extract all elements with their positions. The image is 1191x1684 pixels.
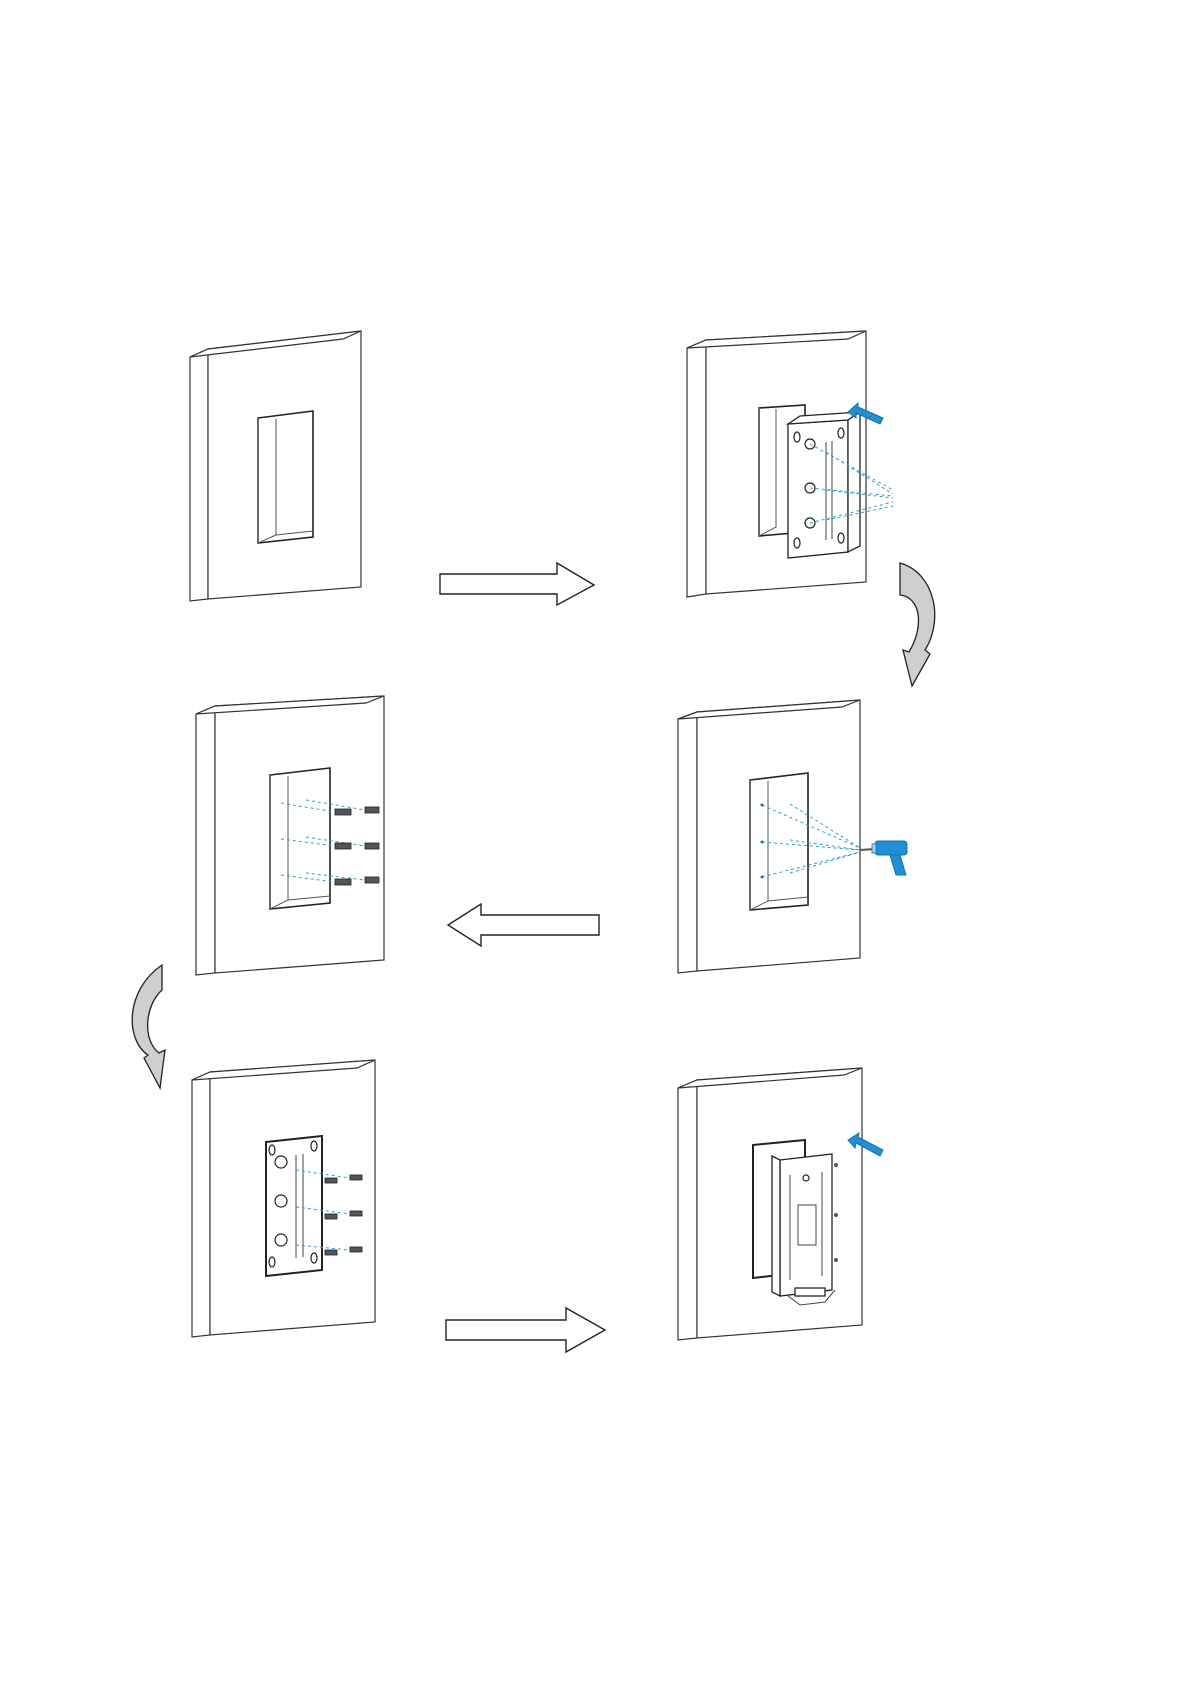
mounting-bracket bbox=[772, 1154, 835, 1305]
next-step-arrow-3 bbox=[446, 1308, 605, 1352]
step-6-mount-bracket bbox=[678, 1068, 883, 1340]
step-5-fasten-back-box bbox=[192, 1060, 375, 1337]
drill-icon bbox=[860, 841, 907, 875]
next-step-arrow-1 bbox=[440, 563, 594, 605]
next-step-arrow-2 bbox=[448, 904, 599, 946]
back-box bbox=[788, 412, 860, 558]
step-4-insert-anchors bbox=[196, 696, 384, 975]
turn-arrow-1 bbox=[900, 563, 935, 686]
back-box-fastened bbox=[266, 1136, 322, 1276]
turn-arrow-2 bbox=[132, 965, 165, 1088]
step-2-insert-back-box bbox=[687, 331, 893, 597]
step-3-drill-holes bbox=[678, 700, 907, 973]
step-1-wall-with-recess bbox=[190, 331, 361, 601]
